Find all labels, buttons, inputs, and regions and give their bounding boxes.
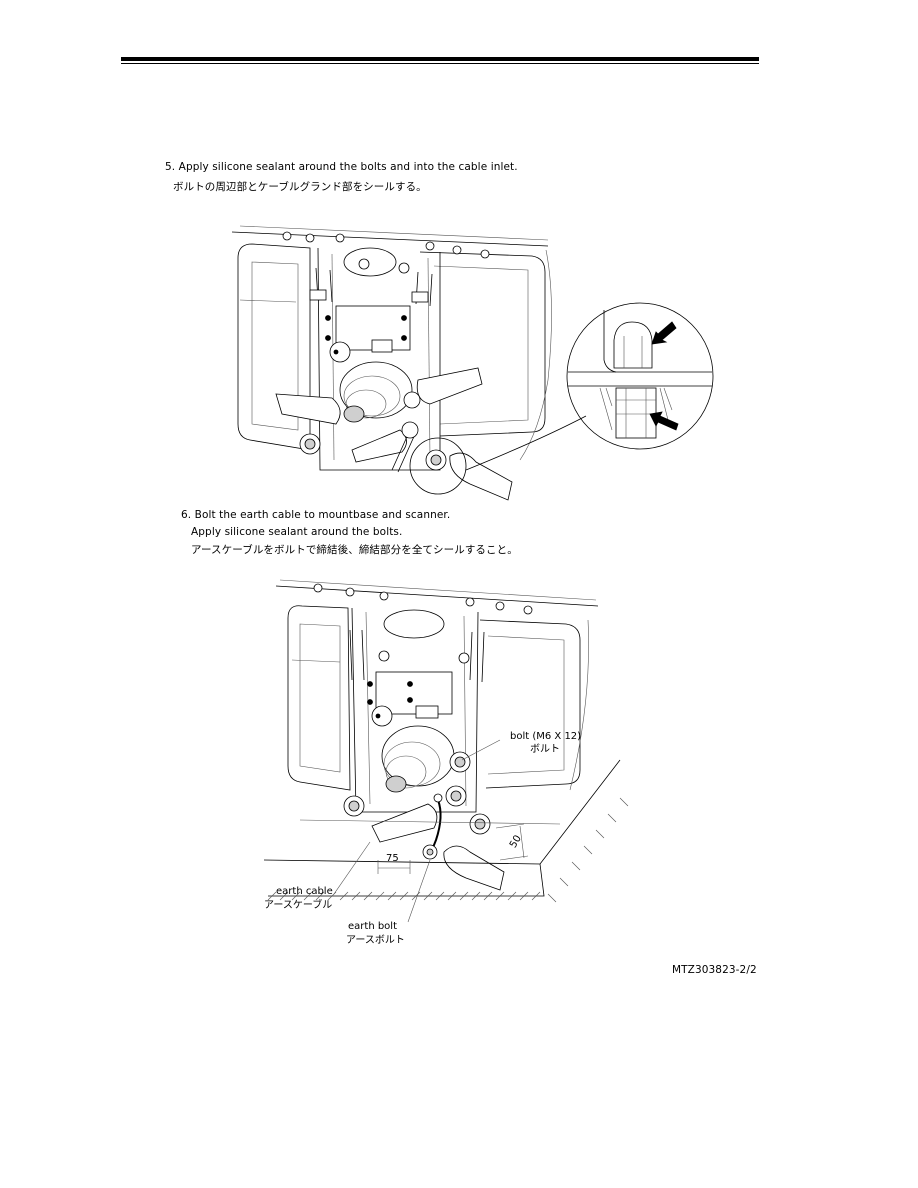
step6-english-line2: Apply silicone sealant around the bolts. <box>191 526 403 538</box>
step6-english-line1: 6. Bolt the earth cable to mountbase and… <box>181 509 451 521</box>
dimension-75: 75 <box>386 853 399 864</box>
step5-english: 5. Apply silicone sealant around the bol… <box>165 161 518 173</box>
earth-cable-label-en: earth cable <box>276 886 333 897</box>
bolt-label-en: bolt (M6 X 12) <box>510 731 582 742</box>
header-rule-thick <box>121 57 759 61</box>
bolt-label-ja: ボルト <box>530 744 560 755</box>
header-rule-thin <box>121 63 759 64</box>
earth-bolt-label-ja: アースボルト <box>346 935 405 946</box>
step6-japanese: アースケーブルをボルトで締結後、締結部分を全てシールすること。 <box>191 544 518 556</box>
step5-japanese: ボルトの周辺部とケーブルグランド部をシールする。 <box>173 181 427 193</box>
earth-bolt-label-en: earth bolt <box>348 921 397 932</box>
document-reference: MTZ303823-2/2 <box>672 964 757 976</box>
earth-cable-label-ja: アースケーブル <box>264 900 333 911</box>
